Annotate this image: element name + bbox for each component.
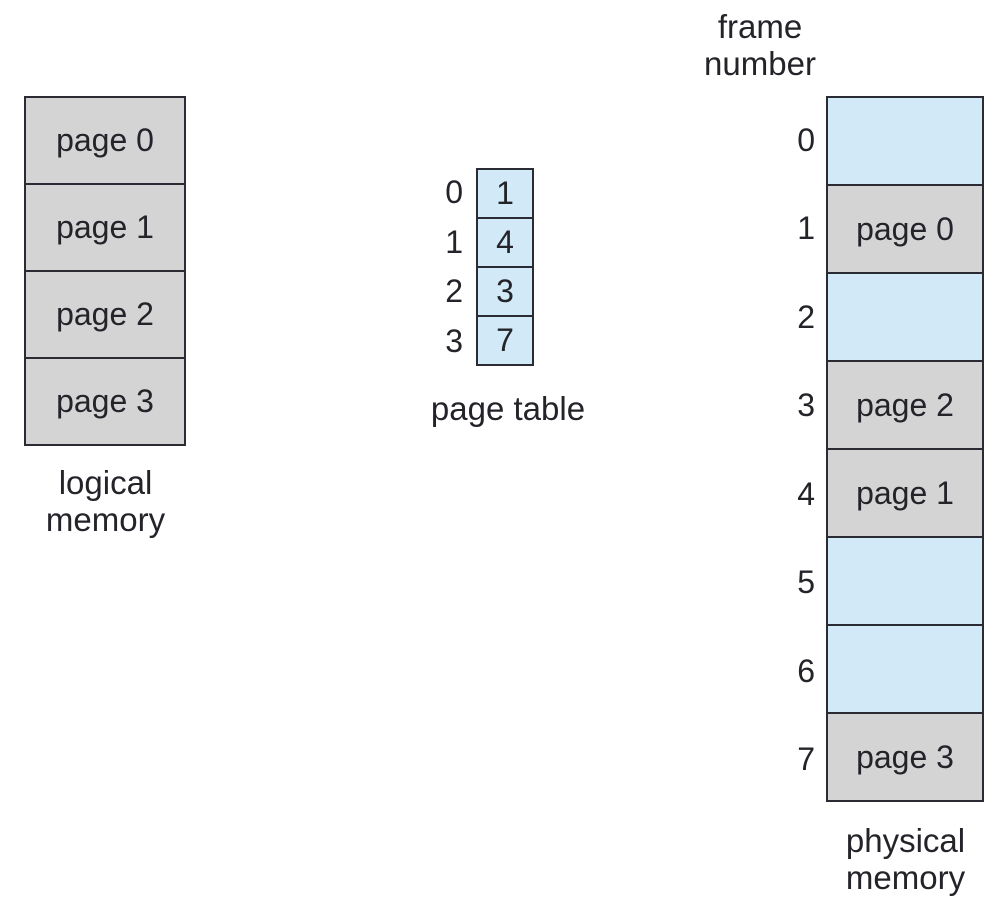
page-table-index: 2 xyxy=(445,273,463,310)
page-table-index: 1 xyxy=(445,223,463,260)
page-table-index: 0 xyxy=(445,174,463,211)
frame-number: 5 xyxy=(797,564,815,601)
page-table-cell: 7 xyxy=(478,315,532,364)
physical-memory-frame xyxy=(828,98,982,184)
page-table-label: page table xyxy=(430,390,586,427)
logical-memory-label: logical memory xyxy=(45,464,166,538)
physical-memory: 0 1 2 3 4 5 6 7 page 0 page 2 page 1 pag… xyxy=(762,96,984,804)
frame-number: 0 xyxy=(797,121,815,158)
physical-memory-frame: page 0 xyxy=(828,184,982,272)
physical-memory-stack: page 0 page 2 page 1 page 3 xyxy=(826,96,984,802)
physical-memory-frame xyxy=(828,536,982,624)
frame-number: 4 xyxy=(797,475,815,512)
page-table-index: 3 xyxy=(445,322,463,359)
logical-memory-cell: page 1 xyxy=(26,183,184,270)
frame-number-label: frame number xyxy=(704,8,816,82)
page-table-cell: 3 xyxy=(478,266,532,315)
physical-memory-frame: page 2 xyxy=(828,360,982,448)
physical-memory-frame: page 3 xyxy=(828,712,982,800)
physical-memory-label: physical memory xyxy=(845,822,966,896)
logical-memory-stack: page 0 page 1 page 2 page 3 xyxy=(24,96,186,446)
logical-memory-cell: page 0 xyxy=(26,98,184,183)
page-table-stack: 1 4 3 7 xyxy=(476,168,534,366)
page-table: 0 1 2 3 1 4 3 7 xyxy=(434,168,534,366)
physical-memory-frame: page 1 xyxy=(828,448,982,536)
physical-memory-frame xyxy=(828,272,982,360)
logical-memory-cell: page 3 xyxy=(26,357,184,444)
frame-number: 7 xyxy=(797,741,815,778)
frame-number: 6 xyxy=(797,652,815,689)
page-table-cell: 1 xyxy=(478,170,532,217)
frame-number: 3 xyxy=(797,387,815,424)
page-table-index-column: 0 1 2 3 xyxy=(434,168,476,366)
logical-memory-cell: page 2 xyxy=(26,270,184,357)
frame-number-column: 0 1 2 3 4 5 6 7 xyxy=(762,96,826,804)
physical-memory-frame xyxy=(828,624,982,712)
page-table-cell: 4 xyxy=(478,217,532,266)
frame-number: 2 xyxy=(797,298,815,335)
frame-number: 1 xyxy=(797,210,815,247)
